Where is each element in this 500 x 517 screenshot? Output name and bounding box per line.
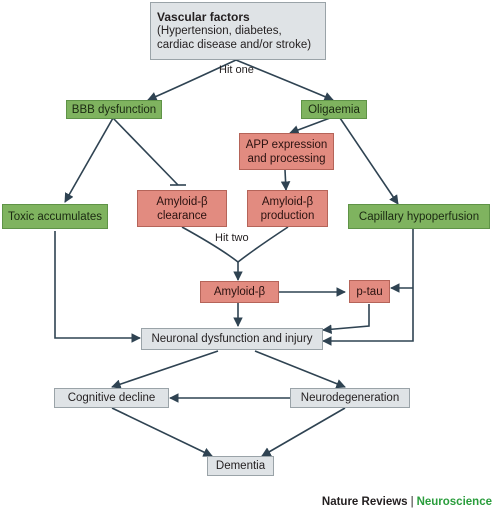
node-neurodegeneration: Neurodegeneration: [290, 388, 410, 408]
footer-separator: |: [410, 496, 414, 508]
edge-ptau-to-neuronal: [322, 304, 370, 335]
node-bbb-dysfunction: BBB dysfunction: [66, 100, 162, 119]
neuronal-dysfunction-label: Neuronal dysfunction and injury: [151, 333, 313, 345]
cognitive-decline-label: Cognitive decline: [67, 392, 156, 404]
hit-one-label: Hit one: [219, 64, 254, 76]
edge-capillary-to-neuronal: [322, 229, 414, 346]
hit-two-label: Hit two: [215, 232, 249, 244]
edge-app-to-production: [280, 169, 291, 191]
vascular-factors-line-2: cardiac disease and/or stroke): [157, 39, 312, 51]
journal-section: Neuroscience: [416, 496, 492, 508]
toxic-accumulates-label: Toxic accumulates: [8, 210, 102, 223]
node-p-tau: p-tau: [349, 280, 390, 303]
edge-toxic-to-neuronal: [54, 231, 141, 343]
journal-footer: Nature Reviews|Neuroscience: [322, 496, 492, 508]
node-capillary-hypoperfusion: Capillary hypoperfusion: [348, 204, 490, 229]
production-line-2: production: [260, 209, 315, 222]
node-toxic-accumulates: Toxic accumulates: [2, 204, 108, 229]
bbb-dysfunction-label: BBB dysfunction: [71, 103, 157, 116]
node-cognitive-decline: Cognitive decline: [54, 388, 169, 408]
node-app-expression: APP expression and processing: [239, 133, 334, 170]
edge-clearance-to-hittwo: [181, 226, 239, 263]
node-oligaemia: Oligaemia: [301, 100, 367, 119]
edge-neurodegeneration-to-dementia: [261, 407, 346, 457]
node-vascular-factors: Vascular factors (Hypertension, diabetes…: [150, 2, 326, 60]
production-line-1: Amyloid-β: [261, 195, 314, 208]
clearance-line-1: Amyloid-β: [156, 195, 208, 208]
oligaemia-label: Oligaemia: [308, 103, 360, 116]
node-dementia: Dementia: [207, 456, 274, 476]
clearance-line-2: clearance: [157, 209, 207, 222]
edge-vascular-to-bbb: [147, 59, 237, 101]
node-amyloid-clearance: Amyloid-β clearance: [137, 190, 227, 227]
edge-cognitive-to-dementia: [111, 407, 213, 457]
edge-bbb-inhibits-clearance: [112, 117, 179, 186]
journal-name: Nature Reviews: [321, 496, 408, 508]
node-amyloid-production: Amyloid-β production: [247, 190, 328, 227]
edge-bbb-to-toxic: [64, 117, 114, 203]
edge-vascular-to-oligaemia: [235, 59, 334, 102]
edge-production-to-hittwo: [237, 226, 289, 263]
neurodegeneration-label: Neurodegeneration: [300, 392, 400, 404]
edge-oligaemia-to-app: [289, 117, 331, 135]
app-line-1: APP expression: [245, 138, 328, 151]
p-tau-label: p-tau: [356, 285, 383, 298]
node-neuronal-dysfunction: Neuronal dysfunction and injury: [141, 328, 323, 350]
edge-oligaemia-to-capillary: [339, 117, 399, 205]
edge-neuronal-to-neurodegeneration: [254, 350, 346, 389]
vascular-factors-title: Vascular factors: [157, 10, 250, 24]
node-amyloid-beta: Amyloid-β: [200, 281, 279, 303]
capillary-hypoperfusion-label: Capillary hypoperfusion: [358, 210, 480, 223]
vascular-factors-line-1: (Hypertension, diabetes,: [157, 25, 282, 37]
edge-neuronal-to-cognitive: [111, 350, 219, 389]
amyloid-beta-label: Amyloid-β: [213, 286, 266, 298]
dementia-label: Dementia: [215, 460, 266, 472]
app-line-2: and processing: [247, 152, 326, 165]
